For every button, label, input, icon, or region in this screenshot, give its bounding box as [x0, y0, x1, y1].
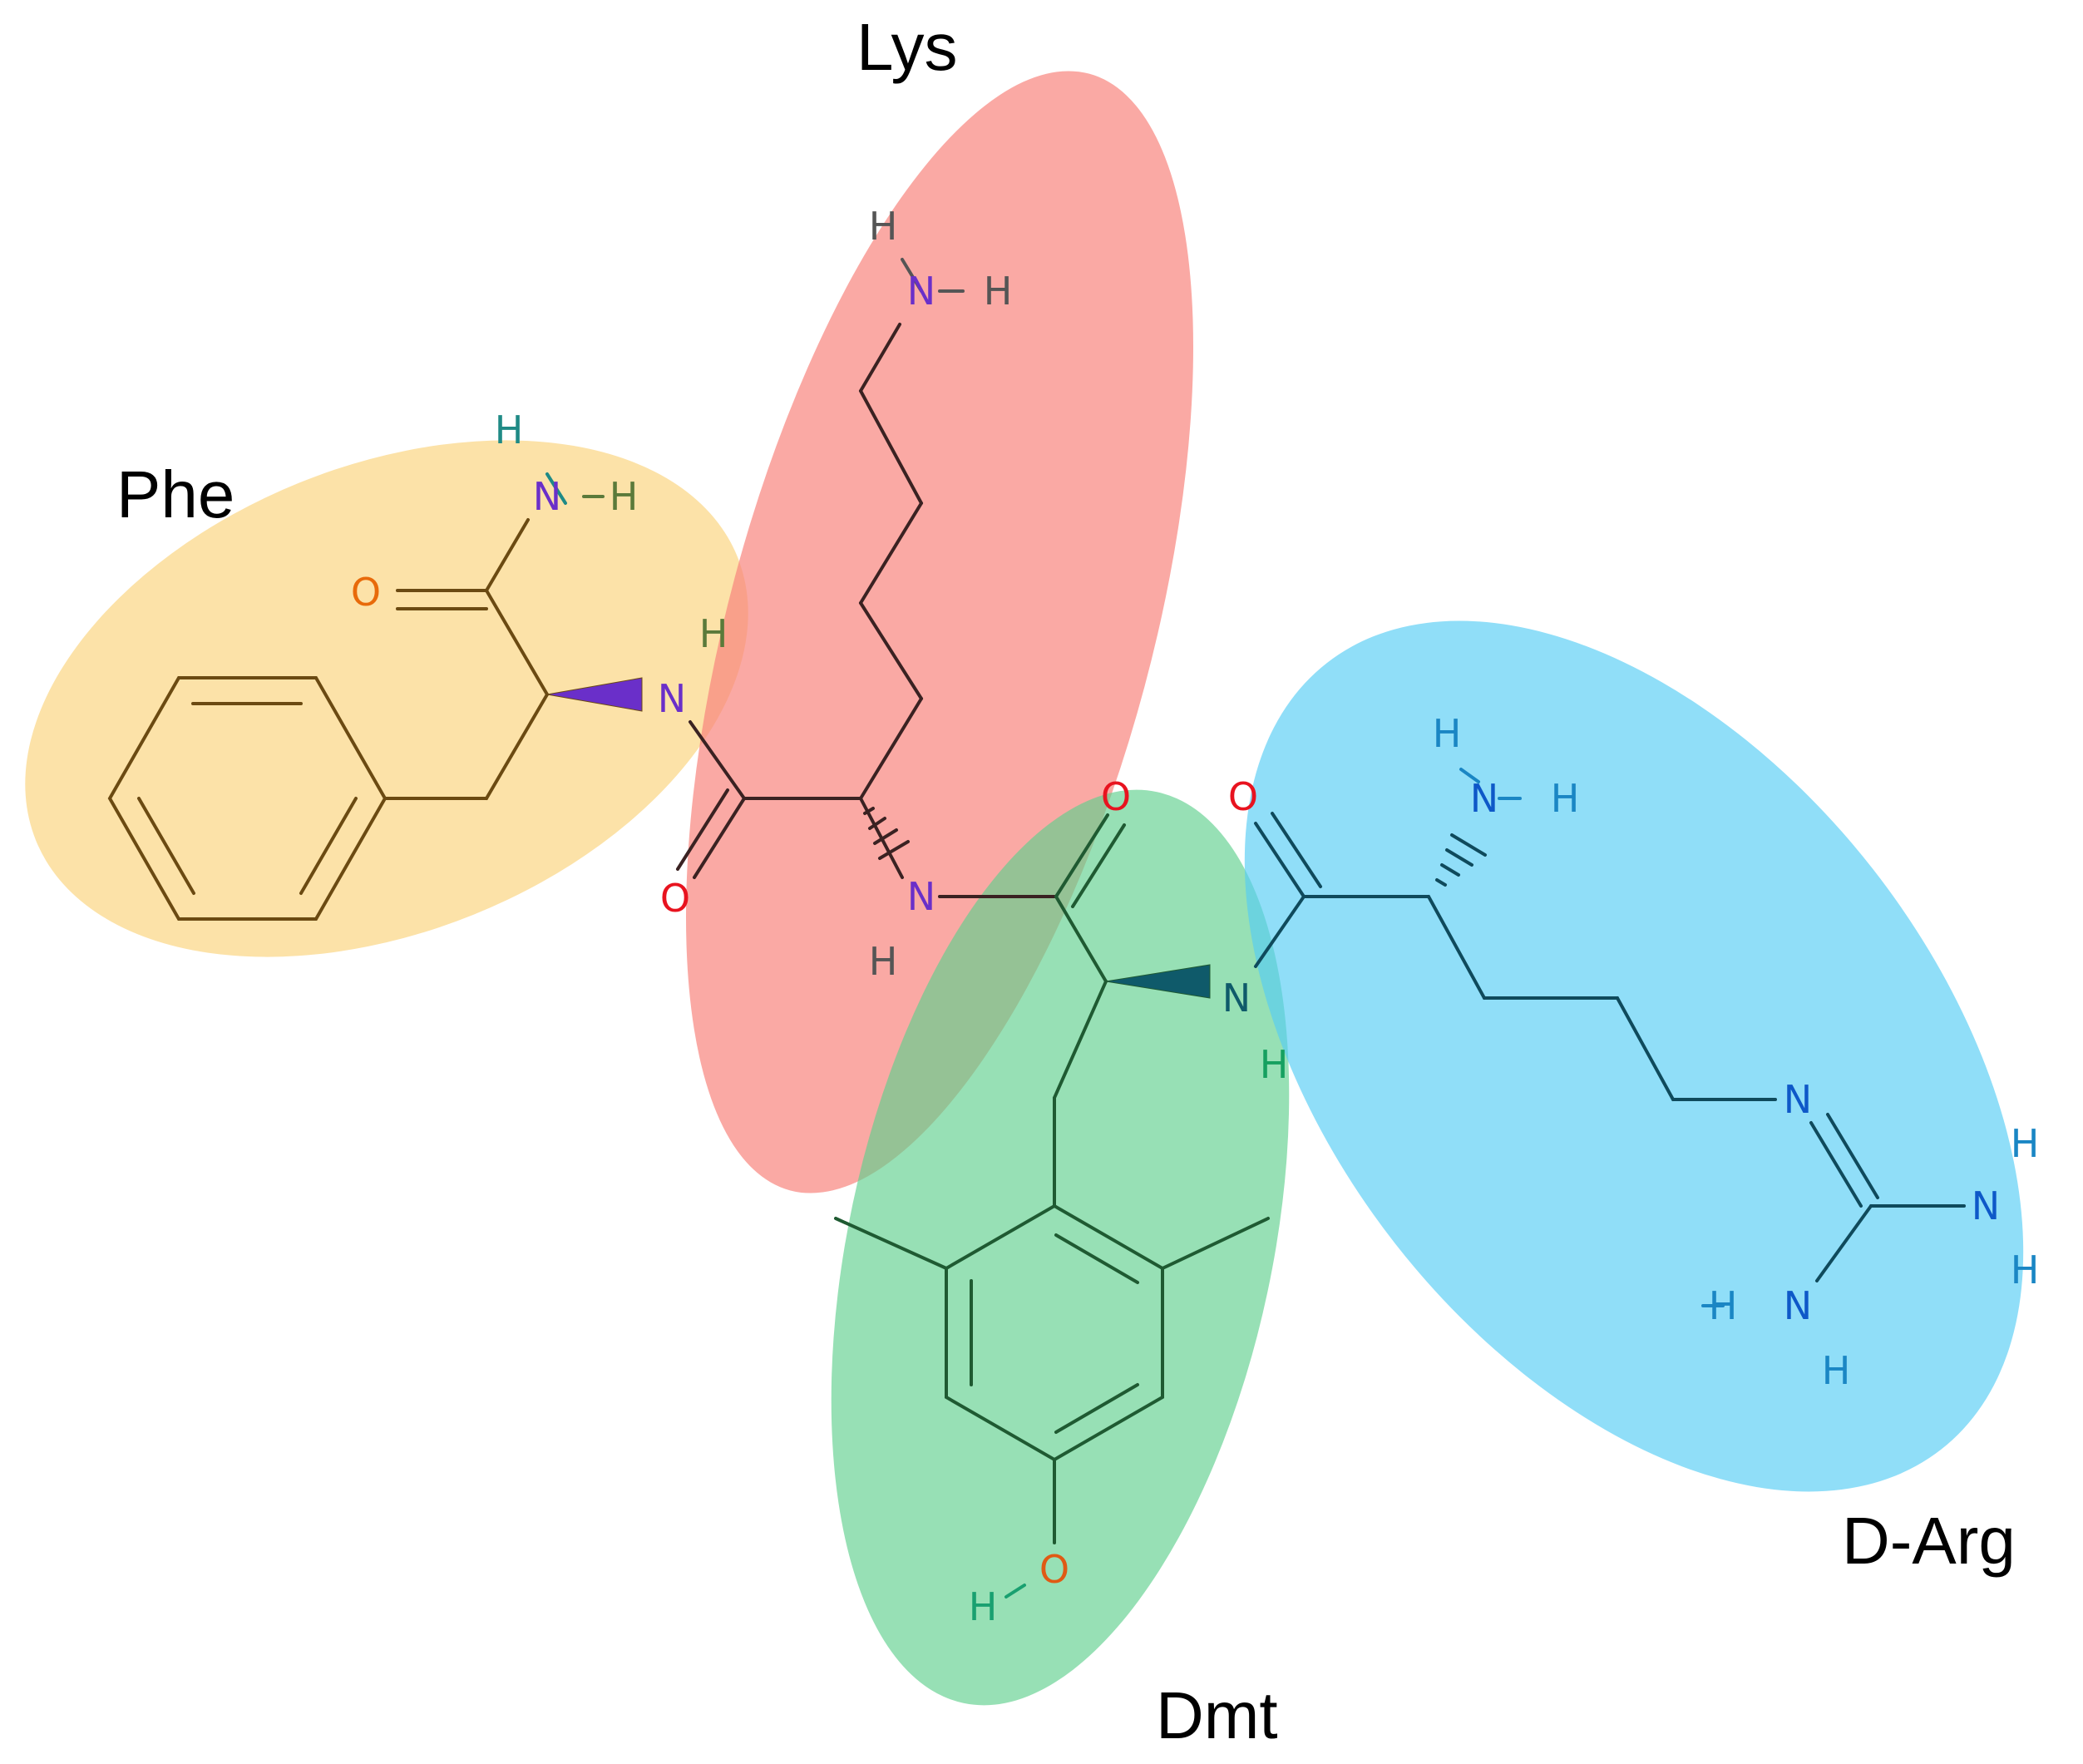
dmt-hydroxyl-o: O [1039, 1547, 1069, 1592]
lys-carbonyl-o: O [660, 876, 690, 921]
lys-backbone-n: N [907, 874, 935, 919]
darg-guanidine-h-bottom: H [1822, 1348, 1851, 1393]
dmt-bonds [834, 813, 1270, 1544]
darg-label: D-Arg [1842, 1504, 2016, 1578]
phe-atoms: H N H O H N [351, 408, 728, 721]
phe-label: Phe [116, 457, 234, 531]
dmt-carbonyl-o: O [1101, 774, 1131, 819]
lys-amine-h-top: H [869, 204, 898, 249]
dmt-label: Dmt [1156, 1678, 1278, 1752]
phe-amide-h-right: H [610, 474, 639, 519]
darg-guanidine-h-bottom-right: H [2011, 1248, 2040, 1292]
lys-atoms: H N H O N H [660, 204, 1012, 984]
darg-amine-n: N [1470, 776, 1498, 821]
dmt-wedge-bond [1105, 964, 1211, 999]
dmt-backbone-h: H [1260, 1042, 1289, 1087]
darg-guanidine-n-right: N [1972, 1183, 2000, 1228]
phe-backbone-n: N [658, 676, 686, 721]
phe-amide-h-top: H [495, 408, 524, 452]
darg-guanidine-h-top: H [2011, 1121, 2040, 1166]
residue-regions [25, 71, 2024, 1706]
darg-region [1244, 620, 2024, 1492]
dmt-atoms: O N H O H [969, 774, 1289, 1629]
nh-dashes [545, 258, 1725, 1598]
phe-bonds [107, 518, 643, 921]
phe-wedge-bond [546, 677, 643, 712]
darg-amine-h-top: H [1433, 711, 1462, 756]
lys-label: Lys [856, 10, 958, 84]
lys-amine-h-right: H [984, 269, 1013, 314]
phe-backbone-h: H [699, 611, 728, 656]
dmt-hydroxyl-h: H [969, 1584, 998, 1629]
dmt-region [831, 789, 1290, 1706]
phe-carbonyl-o: O [351, 570, 381, 615]
darg-hash-bond [1435, 833, 1487, 887]
darg-guanidine-h-left: H [1709, 1283, 1738, 1328]
lys-amine-n: N [907, 269, 935, 314]
phe-amide-n: N [533, 474, 561, 519]
dmt-backbone-n: N [1222, 976, 1251, 1020]
residue-labels: Phe Lys Dmt D-Arg [116, 10, 2016, 1752]
lys-region [685, 71, 1194, 1193]
lys-hash-bond [863, 807, 910, 860]
darg-carbonyl-o: O [1228, 774, 1258, 819]
darg-atoms: O H N H N H N H H N H [1228, 711, 2039, 1393]
lys-backbone-h: H [869, 939, 898, 984]
darg-guanidine-n-bottom: N [1784, 1283, 1812, 1328]
lys-bonds [676, 323, 1058, 898]
phe-region [25, 440, 748, 957]
darg-amine-h-right: H [1551, 776, 1580, 821]
darg-guanidine-n-imine: N [1784, 1077, 1812, 1122]
darg-bonds [1254, 812, 1966, 1282]
